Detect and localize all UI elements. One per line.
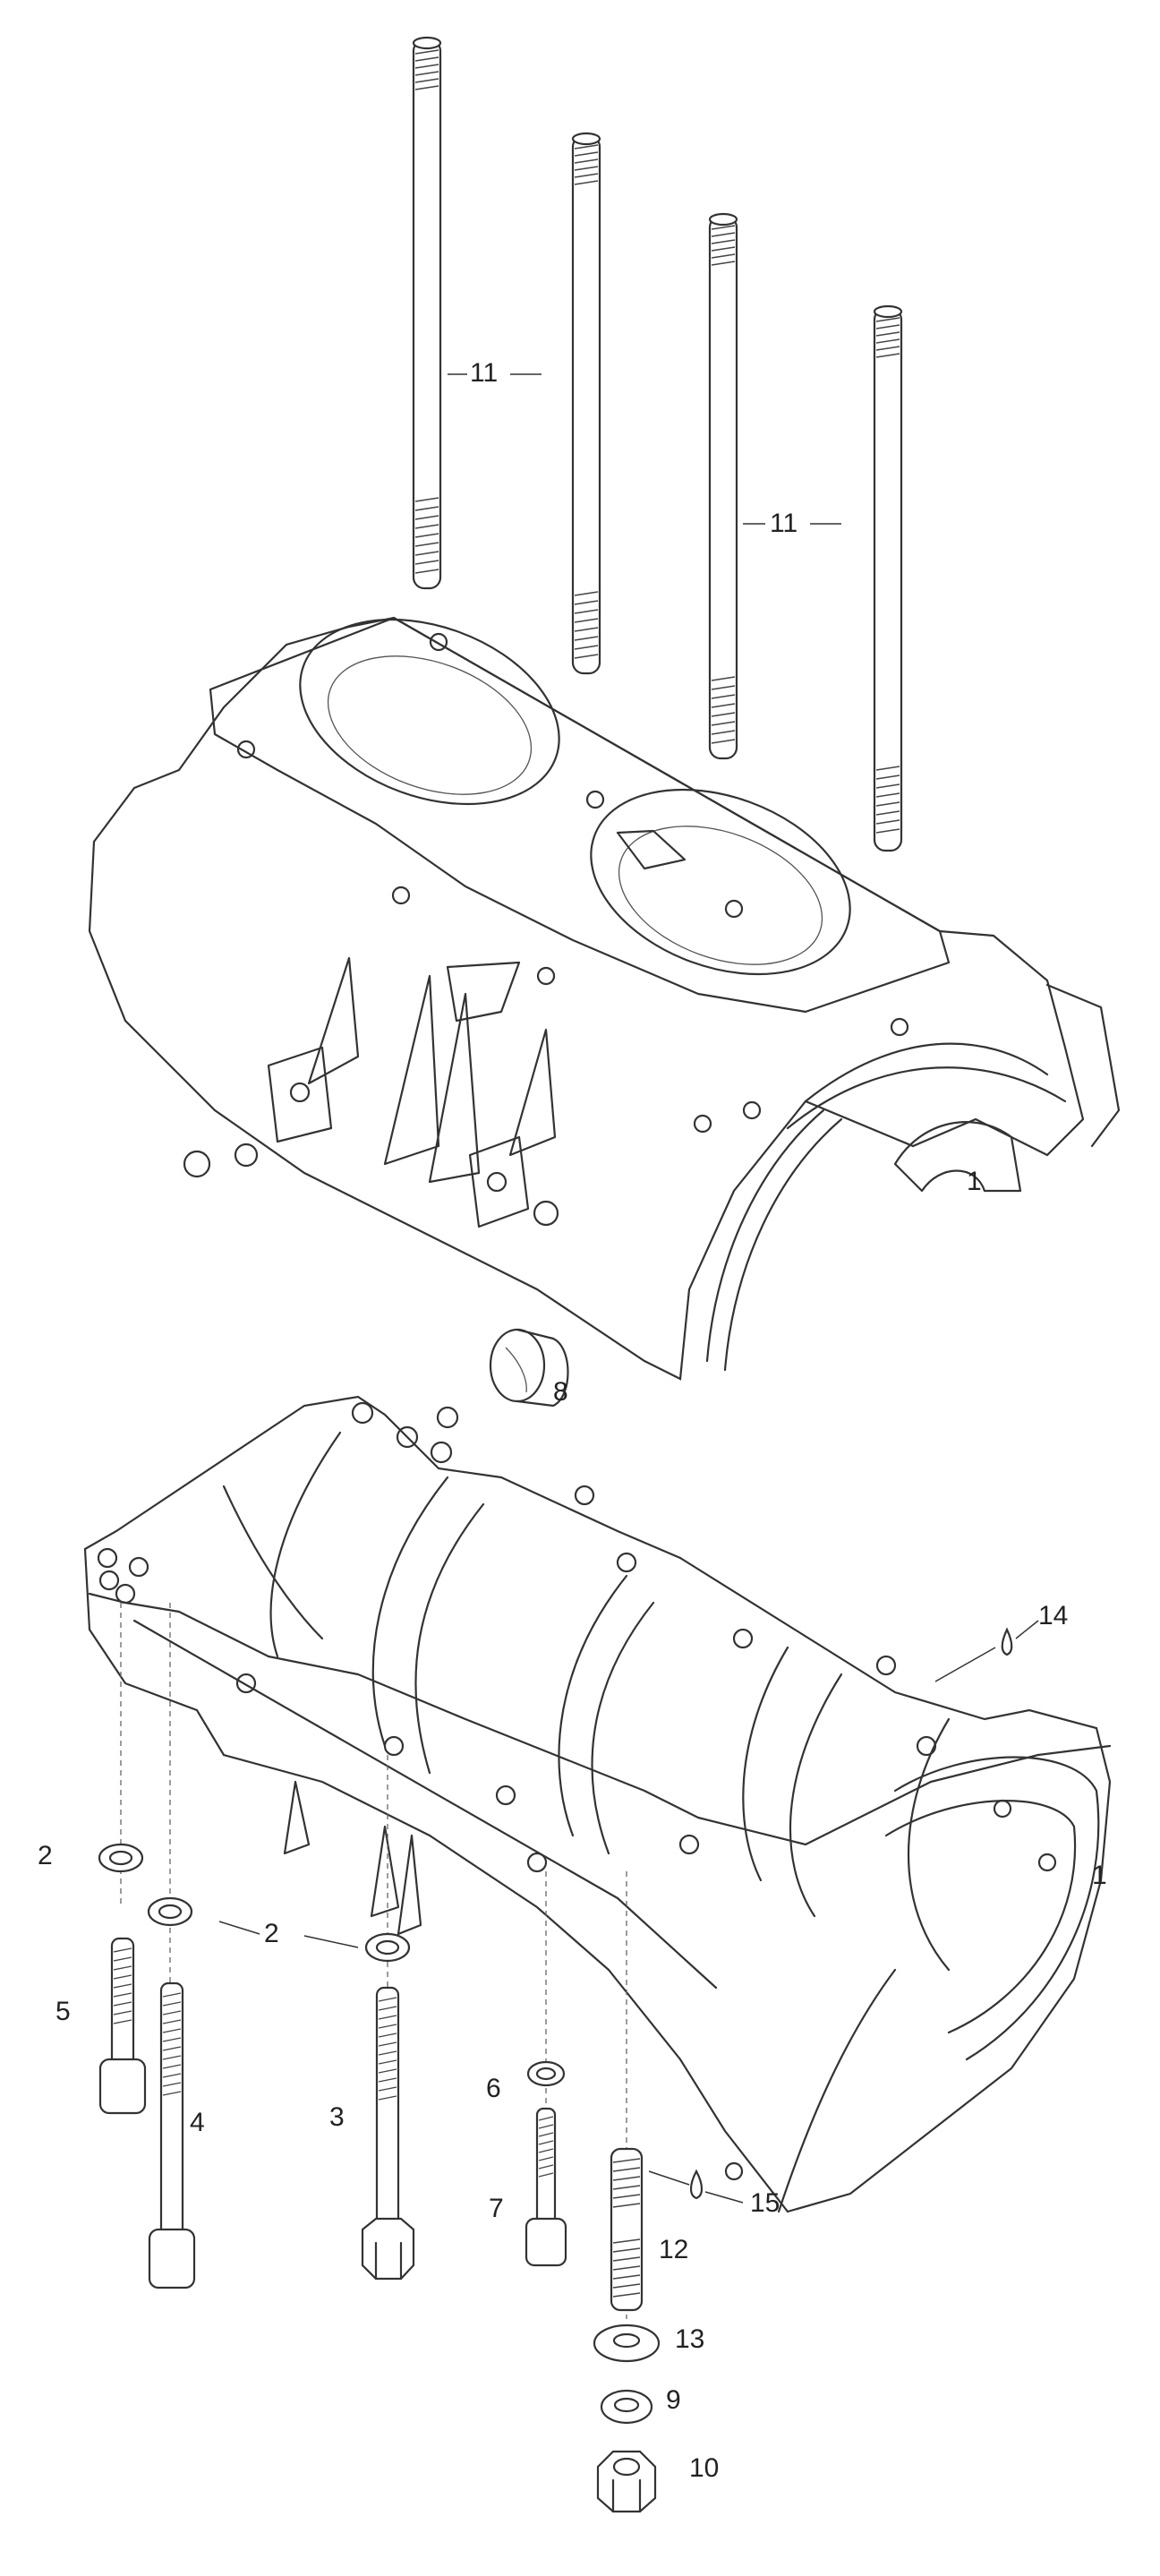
flat-washer-13 xyxy=(593,2324,661,2363)
stud-12 xyxy=(610,2147,644,2312)
callout-10-nut: 10 xyxy=(689,2453,720,2483)
lower-crankcase xyxy=(83,1395,1112,2319)
socket-screw-5 xyxy=(98,1937,147,2115)
cylinder-stud-4 xyxy=(873,304,903,852)
thread-locker-drop-icon xyxy=(689,2169,704,2200)
lock-washer-2b xyxy=(147,1896,193,1927)
callout-2-washer-a: 2 xyxy=(38,1841,53,1870)
lock-washer-2a xyxy=(98,1843,144,1873)
callout-13-flat-washer: 13 xyxy=(675,2324,705,2354)
cylinder-stud-3 xyxy=(708,212,738,760)
callout-4-screw: 4 xyxy=(190,2108,205,2137)
upper-crankcase xyxy=(88,616,1121,1381)
callout-3-screw: 3 xyxy=(329,2102,345,2132)
socket-screw-4 xyxy=(148,1981,196,2289)
callout-8-plug: 8 xyxy=(553,1377,568,1407)
callout-5-screw: 5 xyxy=(55,1997,71,2026)
callout-14-sealant: 14 xyxy=(1038,1601,1069,1630)
callout-11-right: 11 xyxy=(770,509,798,538)
cylinder-stud-2 xyxy=(571,132,601,675)
callout-7-screw: 7 xyxy=(489,2194,504,2223)
sealant-drop-icon xyxy=(1001,1627,1013,1656)
lock-washer-9 xyxy=(600,2389,653,2425)
callout-11-left: 11 xyxy=(470,358,499,388)
callout-12-stud: 12 xyxy=(659,2235,689,2264)
socket-screw-7 xyxy=(525,2107,567,2267)
hex-nut-10 xyxy=(596,2450,657,2513)
lock-washer-6 xyxy=(526,2060,566,2087)
callout-2-washer-b: 2 xyxy=(264,1919,279,1948)
callout-6-washer: 6 xyxy=(486,2074,501,2103)
lock-washer-2c xyxy=(364,1932,411,1963)
callout-1-lower-crankcase: 1 xyxy=(1092,1861,1107,1890)
cylinder-stud-1 xyxy=(412,36,442,590)
callout-15-thread-locker: 15 xyxy=(750,2188,780,2218)
callout-9-lock-washer: 9 xyxy=(666,2385,681,2415)
plug xyxy=(489,1328,569,1408)
hex-screw-3 xyxy=(361,1986,415,2281)
callout-1-upper-crankcase: 1 xyxy=(967,1167,982,1196)
